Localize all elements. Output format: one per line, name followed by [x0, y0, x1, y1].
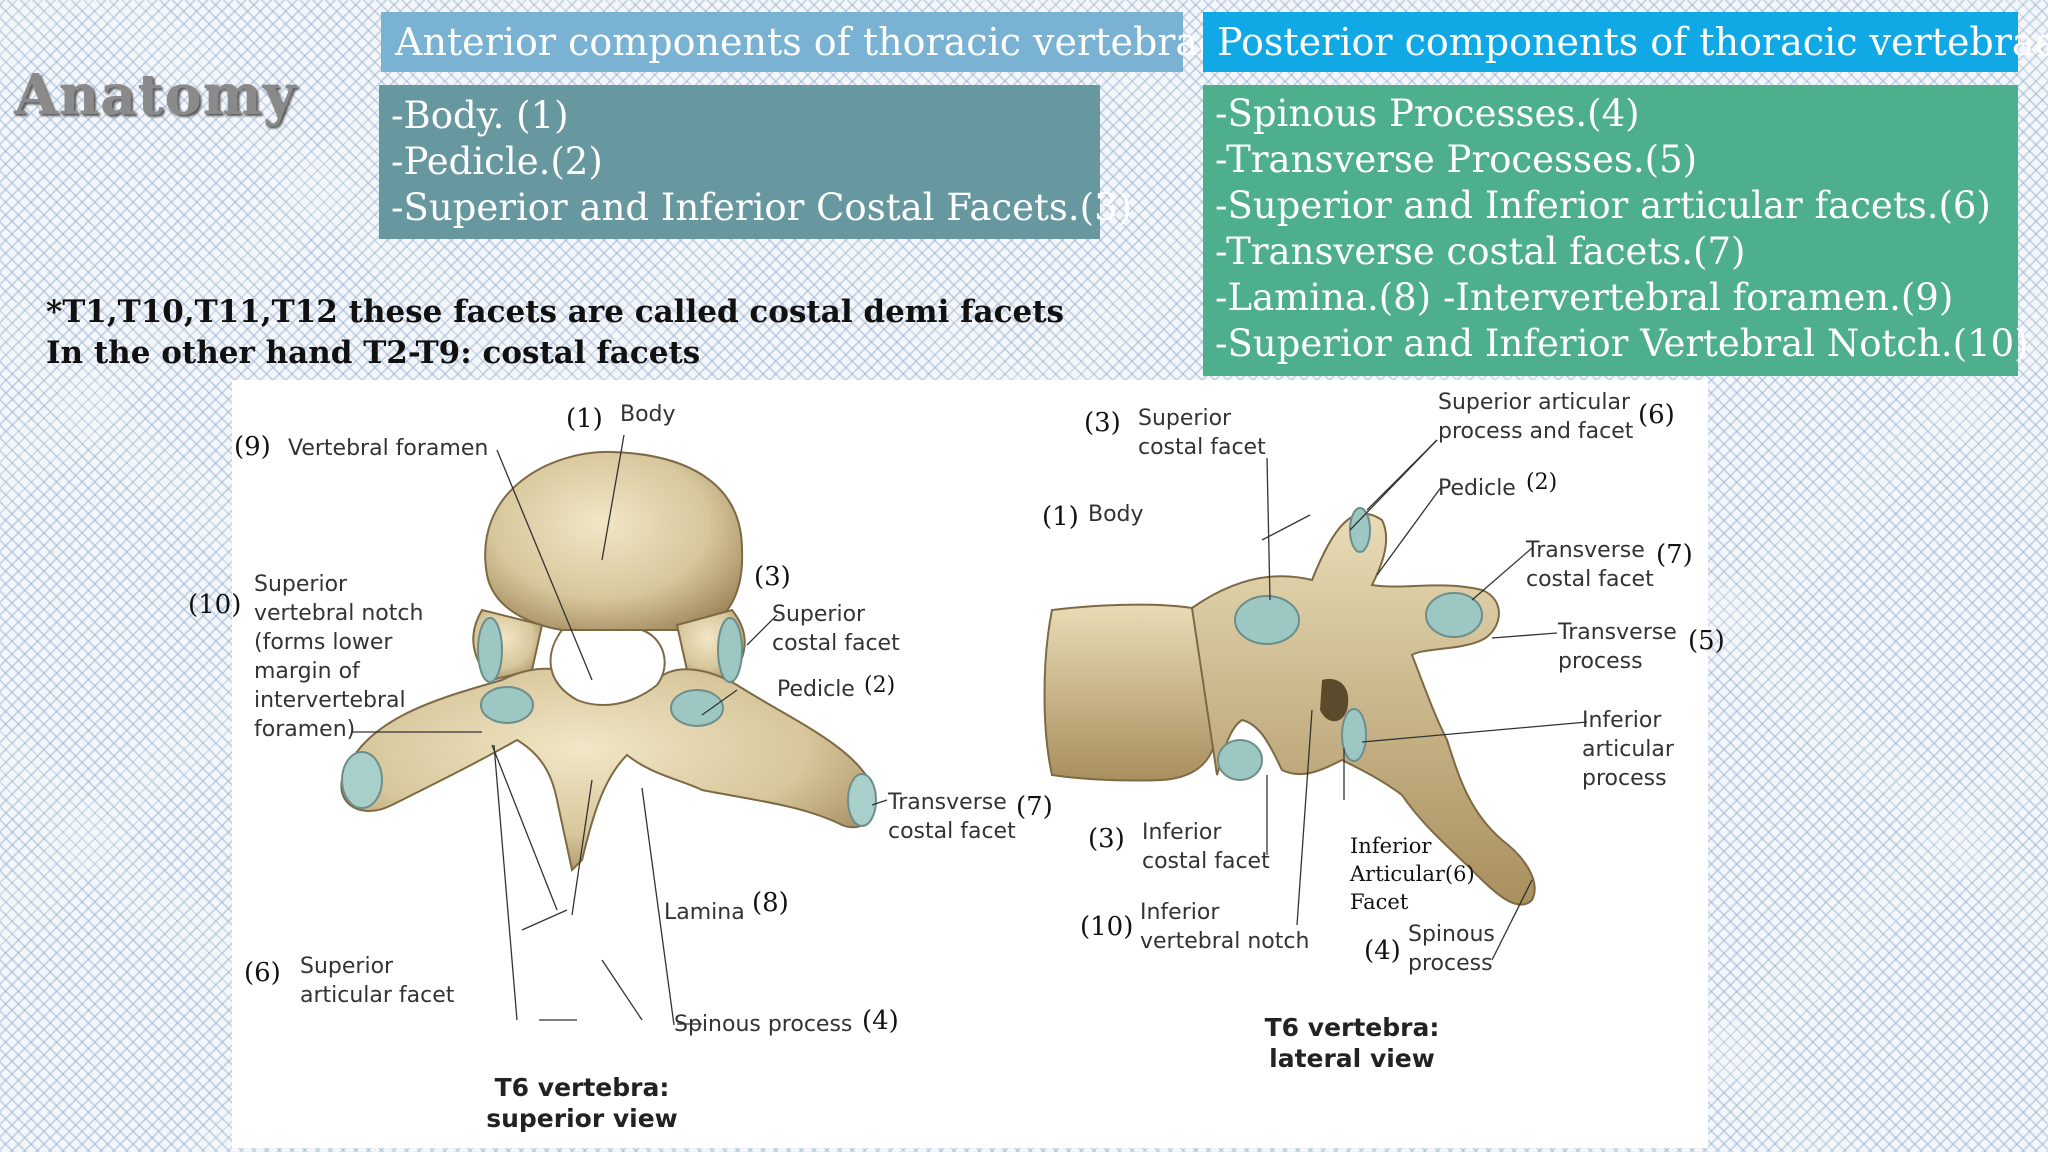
anterior-item: -Pedicle.(2) — [391, 140, 603, 183]
posterior-item: -Superior and Inferior articular facets.… — [1215, 184, 1991, 227]
sup-num-articular: (6) — [244, 958, 281, 988]
posterior-item: -Superior and Inferior Vertebral Notch.(… — [1215, 322, 2029, 365]
lat-label-pedicle: Pedicle — [1438, 476, 1516, 501]
sup-num-notch: (10) — [188, 590, 242, 620]
sup-label-superior-vertebral-notch: Superior vertebral notch (forms lower ma… — [254, 572, 424, 742]
posterior-item: -Spinous Processes.(4) — [1215, 92, 1640, 135]
sup-num-foramen: (9) — [234, 432, 271, 462]
sup-label-spinous-process: Spinous process — [674, 1012, 853, 1037]
sup-num-transverse-costal: (7) — [1016, 792, 1053, 822]
sup-num-body: (1) — [566, 404, 603, 434]
lat-num-body: (1) — [1042, 502, 1079, 532]
note-line: *T1,T10,T11,T12 these facets are called … — [46, 294, 1064, 330]
lat-label-transverse-process: Transverse process — [1558, 620, 1677, 674]
page-title: Anatomy — [14, 62, 297, 128]
lat-label-body: Body — [1088, 502, 1144, 527]
lat-label-inferior-articular-process: Inferior articular process — [1582, 708, 1674, 791]
lat-num-inferior-costal: (3) — [1088, 824, 1125, 854]
facet-note: *T1,T10,T11,T12 these facets are called … — [46, 292, 1064, 374]
superior-view-caption: T6 vertebra: superior view — [486, 1073, 678, 1133]
vertebra-figure: (1) Body (9) Vertebral foramen (10) Supe… — [188, 380, 1725, 1148]
lateral-view-caption: T6 vertebra: lateral view — [1264, 1013, 1440, 1073]
lat-label-inferior-costal-facet: Inferior costal facet — [1142, 820, 1270, 874]
note-line: In the other hand T2-T9: costal facets — [46, 335, 701, 371]
lat-num-superior-articular: (6) — [1638, 400, 1675, 430]
lat-label-spinous-process: Spinous process — [1408, 922, 1495, 976]
sup-label-superior-costal-facet: Superior costal facet — [772, 602, 900, 656]
vertebra-illustration — [340, 434, 1588, 1026]
sup-label-transverse-costal-facet: Transverse costal facet — [888, 790, 1016, 844]
sup-label-lamina: Lamina — [664, 900, 745, 925]
sup-label-body: Body — [620, 402, 676, 427]
posterior-list: -Spinous Processes.(4) -Transverse Proce… — [1203, 85, 2029, 376]
lat-num-transverse-process: (5) — [1688, 626, 1725, 656]
anterior-list: -Body. (1) -Pedicle.(2) -Superior and In… — [379, 85, 1133, 239]
posterior-item: -Lamina.(8) -Intervertebral foramen.(9) — [1215, 276, 1954, 319]
sup-label-pedicle: Pedicle — [777, 677, 855, 702]
lat-label-inferior-articular-facet: Inferior Articular(6) Facet — [1350, 834, 1475, 914]
lat-label-superior-articular: Superior articular process and facet — [1438, 390, 1634, 444]
lat-num-notch: (10) — [1080, 912, 1134, 942]
posterior-item: -Transverse costal facets.(7) — [1215, 230, 1746, 273]
lat-num-transverse-costal: (7) — [1656, 540, 1693, 570]
sup-label-superior-articular-facet: Superior articular facet — [300, 954, 455, 1008]
lat-num-spinous: (4) — [1364, 936, 1401, 966]
superior-view-drawing — [340, 434, 888, 1026]
anterior-item: -Superior and Inferior Costal Facets.(3) — [391, 186, 1133, 229]
lat-label-inferior-vertebral-notch: Inferior vertebral notch — [1140, 900, 1310, 954]
sup-num-costal-facet: (3) — [754, 562, 791, 592]
lateral-view-drawing — [1043, 439, 1588, 961]
sup-num-spinous: (4) — [862, 1006, 899, 1036]
lat-label-transverse-costal-facet: Transverse costal facet — [1526, 538, 1654, 592]
anterior-item: -Body. (1) — [391, 94, 569, 137]
anterior-header: Anterior components of thoracic vertebra… — [381, 12, 1233, 72]
lat-num-pedicle: (2) — [1526, 470, 1558, 495]
sup-num-pedicle: (2) — [864, 673, 896, 698]
posterior-item: -Transverse Processes.(5) — [1215, 138, 1698, 181]
sup-num-lamina: (8) — [752, 888, 789, 918]
lat-num-superior-costal: (3) — [1084, 408, 1121, 438]
sup-label-vertebral-foramen: Vertebral foramen — [288, 436, 489, 461]
lat-label-superior-costal-facet: Superior costal facet — [1138, 406, 1266, 460]
posterior-header: Posterior components of thoracic vertebr… — [1203, 12, 2048, 72]
